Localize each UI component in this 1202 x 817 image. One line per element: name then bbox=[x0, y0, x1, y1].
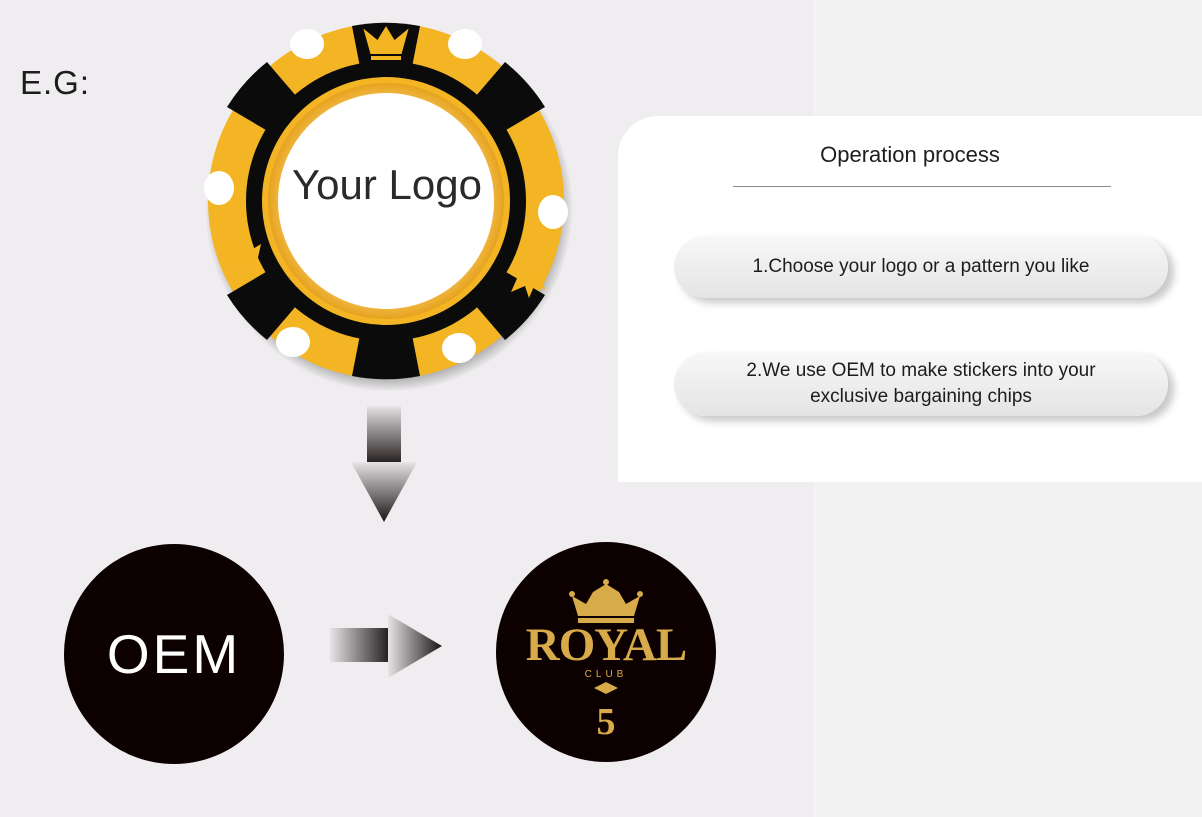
panel-title: Operation process bbox=[820, 142, 1000, 167]
title-divider bbox=[733, 186, 1111, 187]
operation-process-panel: Operation process 1.Choose your logo or … bbox=[618, 116, 1202, 482]
arrow-down-icon bbox=[351, 406, 417, 522]
your-logo-placeholder: Your Logo bbox=[292, 161, 482, 208]
royal-club-chip bbox=[496, 542, 716, 762]
oem-label: OEM bbox=[106, 623, 242, 685]
crown-icon bbox=[569, 579, 643, 623]
step-1-text: 1.Choose your logo or a pattern you like bbox=[752, 256, 1090, 277]
club-text: CLUB bbox=[584, 669, 628, 680]
poker-chip-image bbox=[204, 22, 573, 390]
oem-circle: OEM bbox=[64, 544, 284, 764]
chip-value-text: 5 bbox=[596, 701, 616, 743]
step-2-text: 2.We use OEM to make stickers into your … bbox=[746, 360, 1096, 407]
step-2-pill: 2.We use OEM to make stickers into your … bbox=[674, 352, 1168, 416]
royal-brand-text: ROYAL bbox=[525, 619, 687, 671]
arrow-right-icon bbox=[330, 614, 442, 678]
step-1-pill: 1.Choose your logo or a pattern you like bbox=[674, 236, 1168, 298]
example-label: E.G: bbox=[20, 64, 91, 101]
